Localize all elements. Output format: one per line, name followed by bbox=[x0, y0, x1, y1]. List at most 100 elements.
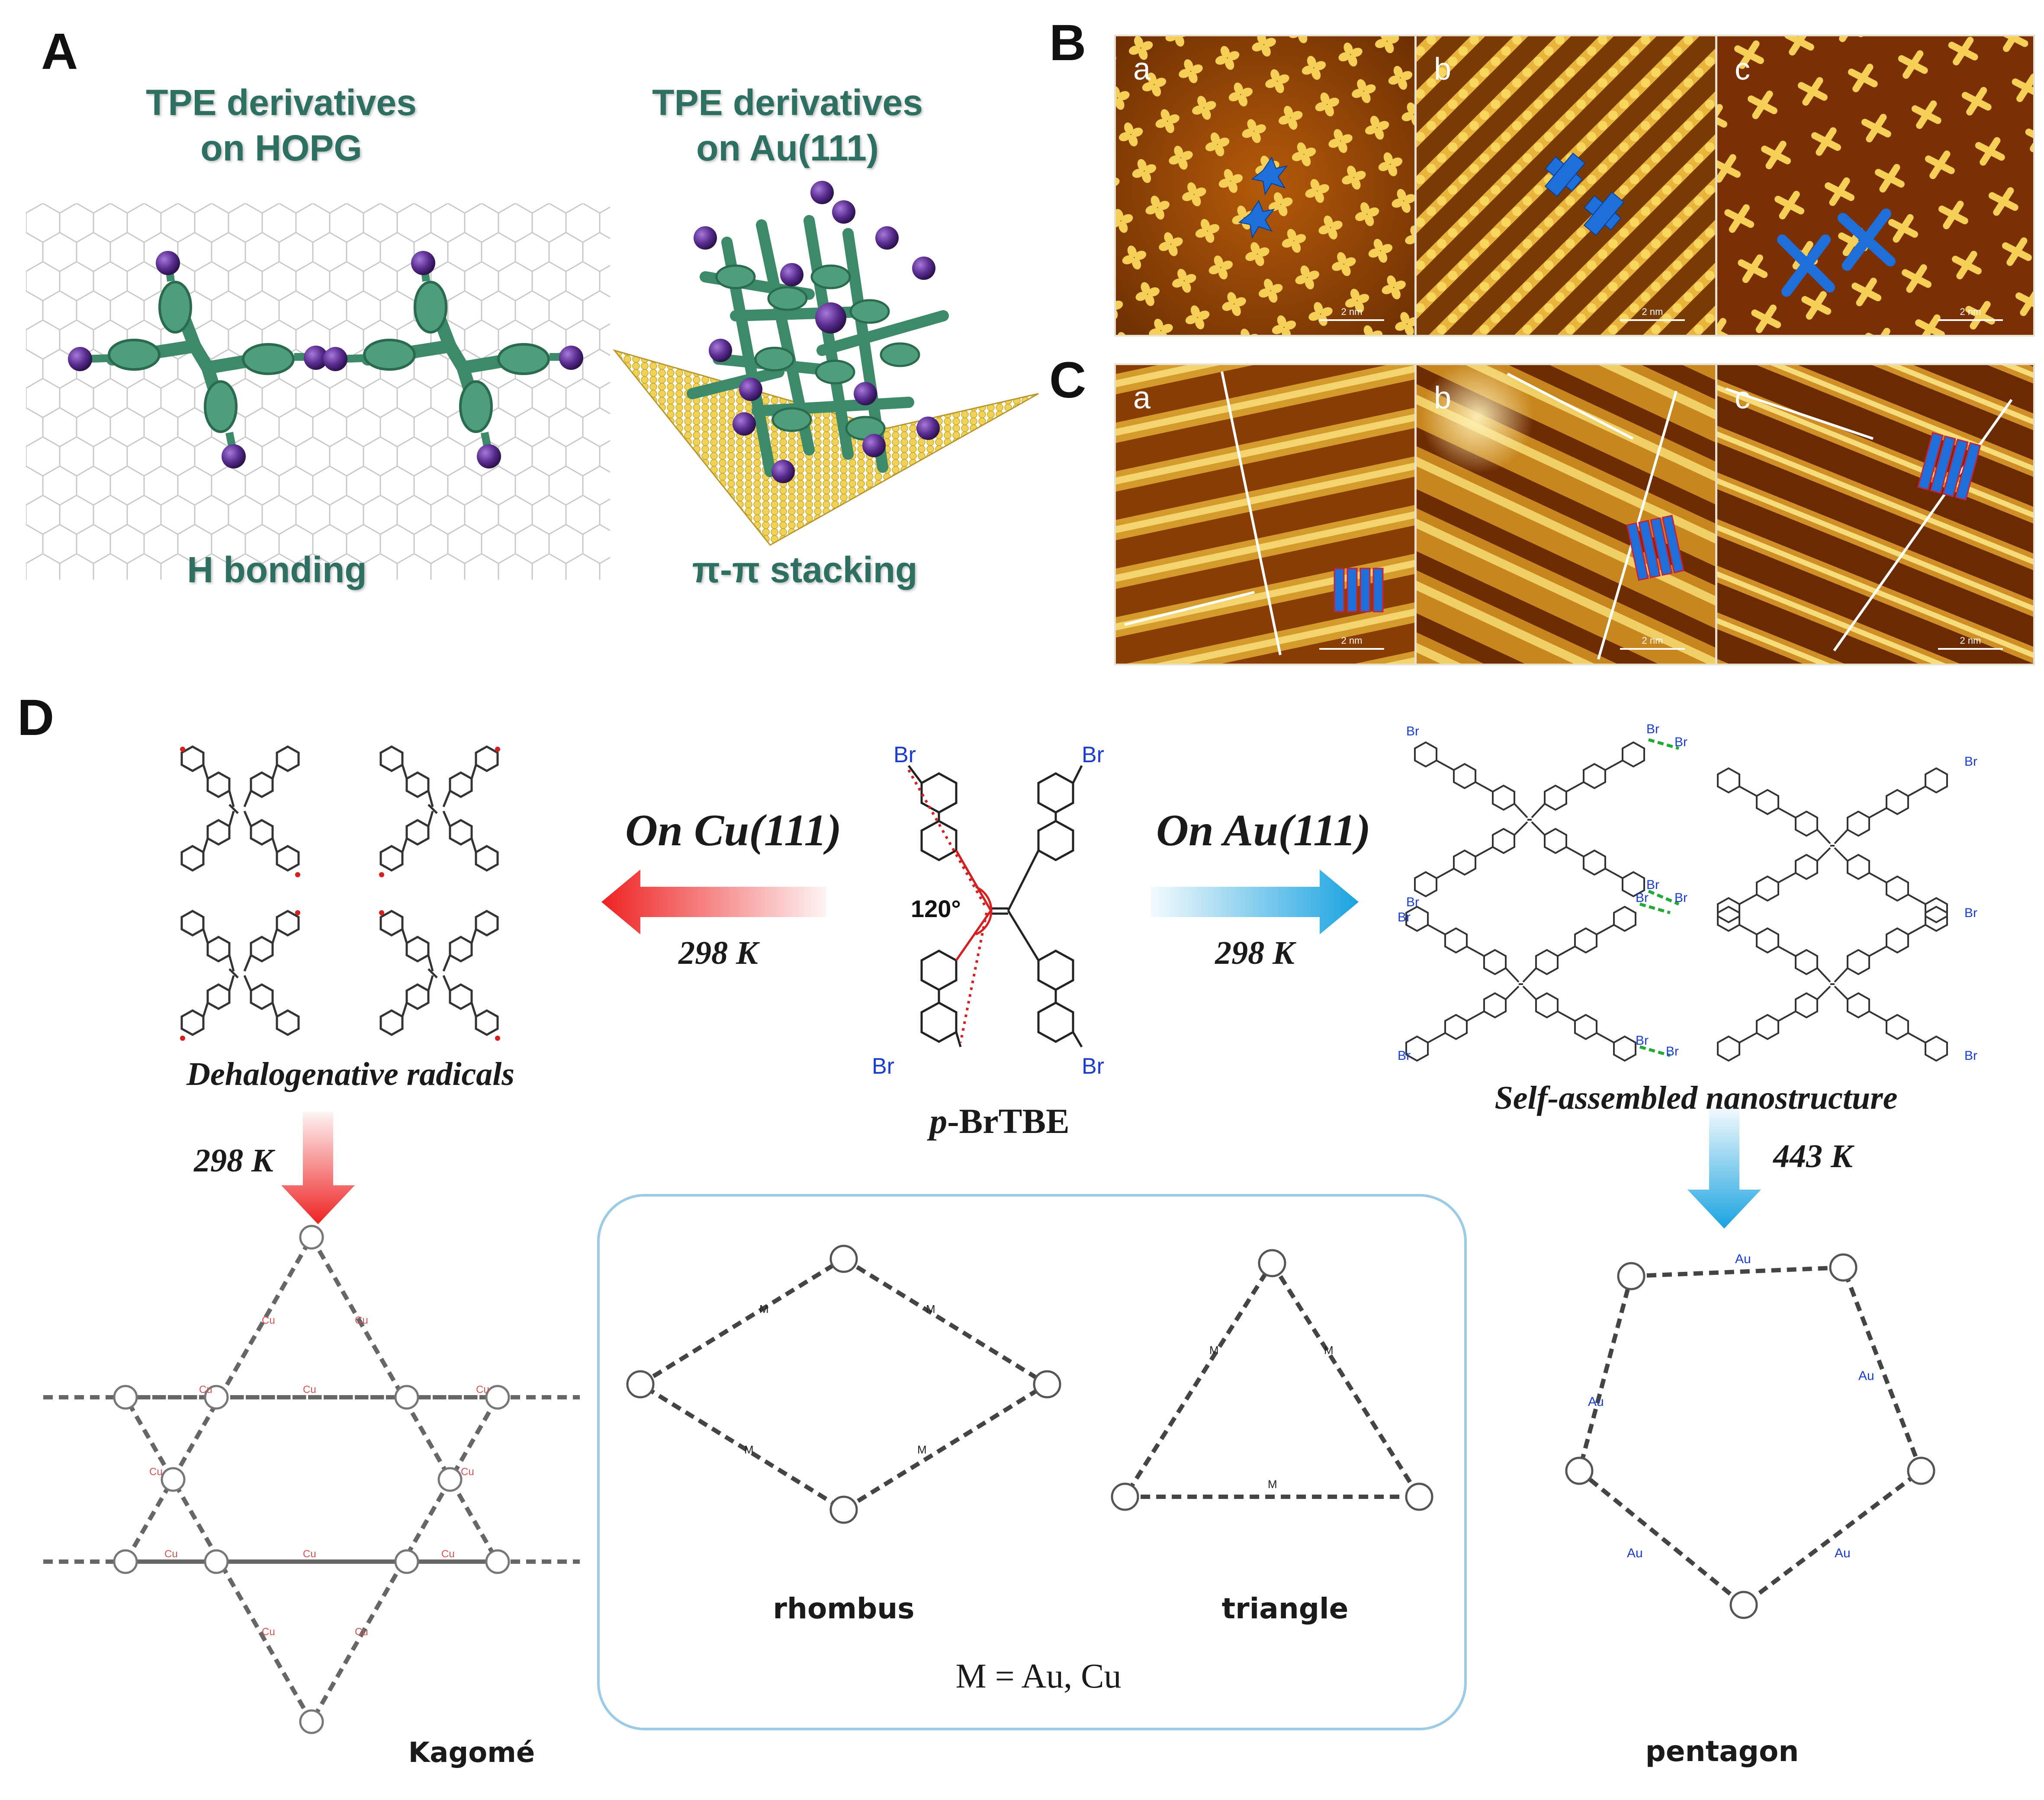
dehalogenative-radicals-caption: Dehalogenative radicals bbox=[186, 1056, 514, 1092]
p-brtbe-molecule: Br Br Br Br 120° bbox=[872, 744, 1104, 1079]
temp-down-left-label: 298 K bbox=[194, 1142, 273, 1179]
title-line: on HOPG bbox=[200, 128, 362, 168]
tpe-molecule bbox=[68, 251, 328, 468]
scale-bar: 2 nm bbox=[1938, 635, 2003, 650]
metal-label: Cu bbox=[461, 1466, 474, 1478]
metal-label: Au bbox=[1835, 1546, 1851, 1560]
scale-bar: 2 nm bbox=[1620, 306, 1685, 321]
metal-structures-box bbox=[597, 1194, 1467, 1730]
br-label: Br bbox=[1646, 722, 1659, 736]
panel-a-left-title: TPE derivatives on HOPG bbox=[130, 80, 433, 171]
triangle-structure: M M M bbox=[1111, 1249, 1433, 1511]
sub-label: a bbox=[1133, 381, 1151, 415]
br-label: Br bbox=[1666, 1044, 1679, 1059]
br-label: Br bbox=[1964, 754, 1977, 769]
metal-label: M bbox=[926, 1303, 935, 1316]
temp-down-right-label: 443 K bbox=[1773, 1138, 1853, 1174]
br-label: Br bbox=[1964, 906, 1977, 920]
scale-bar: 2 nm bbox=[1620, 635, 1685, 650]
metal-label: Au bbox=[1735, 1252, 1751, 1266]
self-assembled-caption: Self-assembled nanostructure bbox=[1494, 1080, 1898, 1116]
stm-image-c-b: b 2 nm bbox=[1415, 363, 1717, 665]
dehalogenative-radicals-structures bbox=[180, 718, 500, 1041]
metal-label: M bbox=[1324, 1344, 1334, 1357]
triangle-label: triangle bbox=[1221, 1592, 1349, 1625]
metal-label: Cu bbox=[441, 1548, 455, 1560]
on-cu-label: On Cu(111) bbox=[625, 805, 842, 855]
sub-label: b bbox=[1434, 52, 1452, 87]
arrow-down-red bbox=[281, 1112, 355, 1224]
stm-image-c-a: a 2 nm bbox=[1114, 363, 1416, 665]
metal-label: Cu bbox=[355, 1626, 368, 1638]
scale-bar-label: 2 nm bbox=[1341, 635, 1363, 646]
scale-bar-label: 2 nm bbox=[1341, 306, 1363, 317]
arrow-down-blue bbox=[1687, 1107, 1761, 1229]
panel-letter-a: A bbox=[41, 23, 78, 80]
br-label: Br bbox=[1674, 735, 1687, 749]
pentagon-label: pentagon bbox=[1645, 1735, 1799, 1768]
p-prefix: p bbox=[929, 1101, 948, 1141]
metal-label: M bbox=[744, 1443, 754, 1456]
angle-label: 120° bbox=[911, 895, 961, 922]
stm-image-b-a: a 2 nm bbox=[1114, 35, 1416, 337]
metal-label: M bbox=[1268, 1478, 1277, 1491]
on-au-label: On Au(111) bbox=[1156, 805, 1371, 855]
metal-label: Cu bbox=[262, 1626, 275, 1638]
stm-image-c-c: c 2 nm bbox=[1716, 363, 2035, 665]
panel-letter-d: D bbox=[17, 689, 55, 746]
metal-label: M bbox=[917, 1443, 927, 1456]
sub-label: a bbox=[1133, 52, 1151, 87]
tpe-molecule bbox=[323, 251, 583, 468]
p-brtbe-label: p-BrTBE bbox=[891, 1101, 1108, 1142]
metal-note: M = Au, Cu bbox=[955, 1657, 1122, 1695]
pentagon-structure: Au Au Au Au Au bbox=[1565, 1252, 1935, 1619]
br-label: Br bbox=[1674, 891, 1687, 905]
scale-bar-label: 2 nm bbox=[1642, 306, 1663, 317]
panel-letter-c: C bbox=[1049, 352, 1086, 409]
br-label: Br bbox=[1398, 910, 1411, 924]
au111-stacking-illustration bbox=[612, 181, 1039, 546]
title-line: TPE derivatives bbox=[652, 82, 923, 123]
arrow-left-red bbox=[601, 870, 826, 934]
br-label: Br bbox=[872, 1054, 894, 1079]
hopg-lattice-illustration bbox=[26, 203, 610, 580]
metal-label: Cu bbox=[303, 1548, 316, 1560]
panel-a-left-caption: H bonding bbox=[187, 549, 367, 590]
arrow-right-blue bbox=[1151, 870, 1359, 934]
stm-image-b-b: b 2 nm bbox=[1415, 35, 1717, 337]
rhombus-label: rhombus bbox=[773, 1592, 915, 1625]
rhombus-structure: M M M M bbox=[626, 1245, 1061, 1524]
metal-label: Au bbox=[1588, 1395, 1604, 1409]
panel-letter-b: B bbox=[1049, 14, 1086, 71]
scale-bar-label: 2 nm bbox=[1960, 635, 1981, 646]
metal-label: Cu bbox=[476, 1384, 489, 1396]
br-label: Br bbox=[1646, 878, 1659, 892]
br-label: Br bbox=[1964, 1049, 1977, 1063]
metal-label: Cu bbox=[149, 1466, 163, 1478]
scale-bar-label: 2 nm bbox=[1642, 635, 1663, 646]
scale-bar: 2 nm bbox=[1319, 306, 1384, 321]
metal-label: Cu bbox=[164, 1548, 178, 1560]
metal-label: Cu bbox=[355, 1315, 368, 1326]
br-label: Br bbox=[893, 744, 916, 767]
molecule-name: -BrTBE bbox=[947, 1101, 1070, 1141]
metal-label: Cu bbox=[303, 1384, 316, 1396]
title-line: TPE derivatives bbox=[146, 82, 417, 123]
title-line: on Au(111) bbox=[696, 128, 879, 168]
br-label: Br bbox=[1082, 744, 1104, 767]
metal-label: Cu bbox=[199, 1384, 212, 1396]
metal-label: Cu bbox=[262, 1315, 275, 1326]
scale-bar: 2 nm bbox=[1319, 635, 1384, 650]
br-label: Br bbox=[1636, 1033, 1649, 1048]
br-label: Br bbox=[1398, 1049, 1411, 1063]
self-assembled-nanostructure: Br Br Br Br Br Br Br Br Br Br Br Br Br B… bbox=[1398, 722, 1977, 1063]
temp-right-label: 298 K bbox=[1215, 935, 1295, 971]
metal-label: Au bbox=[1627, 1546, 1643, 1560]
sub-label: b bbox=[1434, 381, 1452, 415]
panel-a-right-title: TPE derivatives on Au(111) bbox=[632, 80, 943, 171]
metal-label: M bbox=[759, 1303, 769, 1316]
stm-image-b-c: c 2 nm bbox=[1716, 35, 2035, 337]
panel-a-right-caption: π-π stacking bbox=[692, 549, 918, 590]
metal-label: M bbox=[1209, 1344, 1219, 1357]
kagome-network: Cu Cu Cu Cu Cu Cu Cu Cu Cu Cu Cu Cu bbox=[43, 1225, 580, 1734]
